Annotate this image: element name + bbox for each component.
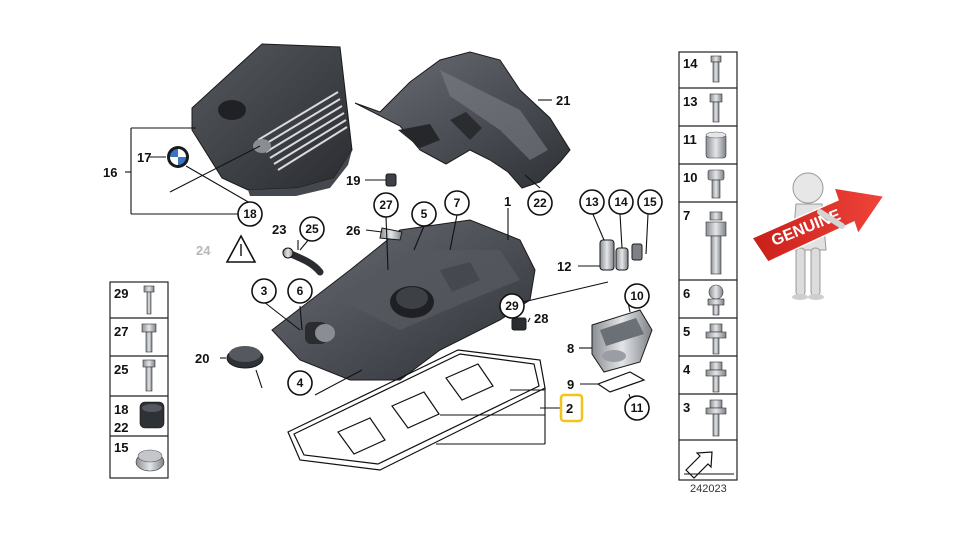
callout-9: 9 bbox=[567, 377, 574, 392]
legend-right-5: 5 bbox=[683, 324, 690, 339]
legend-left-29: 29 bbox=[114, 286, 128, 301]
callout-23: 23 bbox=[272, 222, 286, 237]
callouts bbox=[237, 189, 663, 421]
sensor-28 bbox=[511, 317, 527, 331]
grommet-18-22-icon bbox=[139, 401, 165, 429]
callout-27: 27 bbox=[379, 198, 393, 212]
callout-20: 20 bbox=[195, 351, 209, 366]
engine-cover bbox=[191, 43, 353, 196]
callout-22: 22 bbox=[533, 196, 547, 210]
callout-10: 10 bbox=[630, 289, 644, 303]
bracket-cluster-12 bbox=[599, 239, 643, 271]
clip-19 bbox=[385, 173, 397, 187]
callout-7: 7 bbox=[454, 196, 461, 210]
bolt-25-icon bbox=[142, 359, 156, 392]
legend-right-11: 11 bbox=[683, 132, 697, 147]
legend-right-10: 10 bbox=[683, 170, 697, 185]
bmw-emblem bbox=[167, 146, 189, 168]
highlight-box-2 bbox=[559, 393, 584, 423]
callout-1: 1 bbox=[504, 194, 511, 209]
diagram-arrow-icon bbox=[684, 451, 734, 479]
legend-left-15: 15 bbox=[114, 440, 128, 455]
genuine-badge: GENUINE bbox=[750, 172, 886, 300]
plug-20 bbox=[226, 346, 264, 369]
bolt-3-icon bbox=[705, 399, 727, 437]
callout-13: 13 bbox=[585, 195, 599, 209]
bolt-29-icon bbox=[143, 285, 155, 315]
legend-left-25: 25 bbox=[114, 362, 128, 377]
oil-filter-housing-8 bbox=[591, 309, 653, 373]
callout-28: 28 bbox=[534, 311, 548, 326]
legend-right-7: 7 bbox=[683, 208, 690, 223]
sleeve-11-icon bbox=[705, 131, 727, 159]
callout-19: 19 bbox=[346, 173, 360, 188]
acoustic-cover bbox=[354, 51, 571, 189]
legend-left-18: 18 bbox=[114, 402, 128, 417]
callout-25: 25 bbox=[305, 222, 319, 236]
diagram-number: 242023 bbox=[690, 483, 727, 495]
bolt-14-icon bbox=[710, 55, 722, 83]
left-legend-panel: 29 27 25 18 22 15 bbox=[109, 281, 169, 479]
legend-right-6: 6 bbox=[683, 286, 690, 301]
callout-26: 26 bbox=[346, 223, 360, 238]
legend-left-22: 22 bbox=[114, 420, 128, 435]
right-legend-panel: 14 13 11 10 7 6 5 4 3 bbox=[678, 51, 738, 481]
gasket-9 bbox=[596, 371, 646, 393]
bolt-13-icon bbox=[709, 93, 723, 123]
bracket-26 bbox=[379, 227, 403, 241]
callout-labels: 16 17 18 21 22 19 27 5 7 1 26 23 25 24 3… bbox=[103, 93, 657, 416]
legend-left-27: 27 bbox=[114, 324, 128, 339]
callout-2: 2 bbox=[566, 401, 573, 416]
ball-stud-6-icon bbox=[707, 284, 725, 316]
stud-7-icon bbox=[705, 211, 727, 275]
callout-3: 3 bbox=[261, 284, 268, 298]
callout-15: 15 bbox=[643, 195, 657, 209]
callout-5: 5 bbox=[421, 207, 428, 221]
legend-right-4: 4 bbox=[683, 362, 691, 377]
legend-right-3: 3 bbox=[683, 400, 690, 415]
breather-hose-23 bbox=[282, 247, 324, 276]
callout-29-main: 29 bbox=[505, 299, 519, 313]
bolt-5-icon bbox=[705, 323, 727, 355]
callout-14: 14 bbox=[614, 195, 628, 209]
genuine-arrow bbox=[750, 187, 886, 263]
gasket-2 bbox=[287, 349, 546, 471]
callout-24: 24 bbox=[196, 243, 211, 258]
callout-11: 11 bbox=[631, 401, 644, 415]
callout-4: 4 bbox=[297, 376, 304, 390]
warning-triangle-24 bbox=[225, 234, 257, 263]
callout-21: 21 bbox=[556, 93, 570, 108]
callout-18: 18 bbox=[243, 207, 257, 221]
screw-10-icon bbox=[707, 169, 725, 199]
cylinder-head-cover bbox=[271, 219, 536, 381]
legend-right-14: 14 bbox=[683, 56, 698, 71]
legend-right-13: 13 bbox=[683, 94, 697, 109]
callout-16: 16 bbox=[103, 165, 117, 180]
callout-8: 8 bbox=[567, 341, 574, 356]
callout-17: 17 bbox=[137, 150, 151, 165]
plug-15-icon bbox=[135, 449, 165, 472]
cover-ribs bbox=[257, 91, 348, 171]
callout-6: 6 bbox=[297, 284, 304, 298]
bolt-4-icon bbox=[705, 361, 727, 393]
callout-12: 12 bbox=[557, 259, 571, 274]
bolt-27-icon bbox=[141, 323, 157, 353]
